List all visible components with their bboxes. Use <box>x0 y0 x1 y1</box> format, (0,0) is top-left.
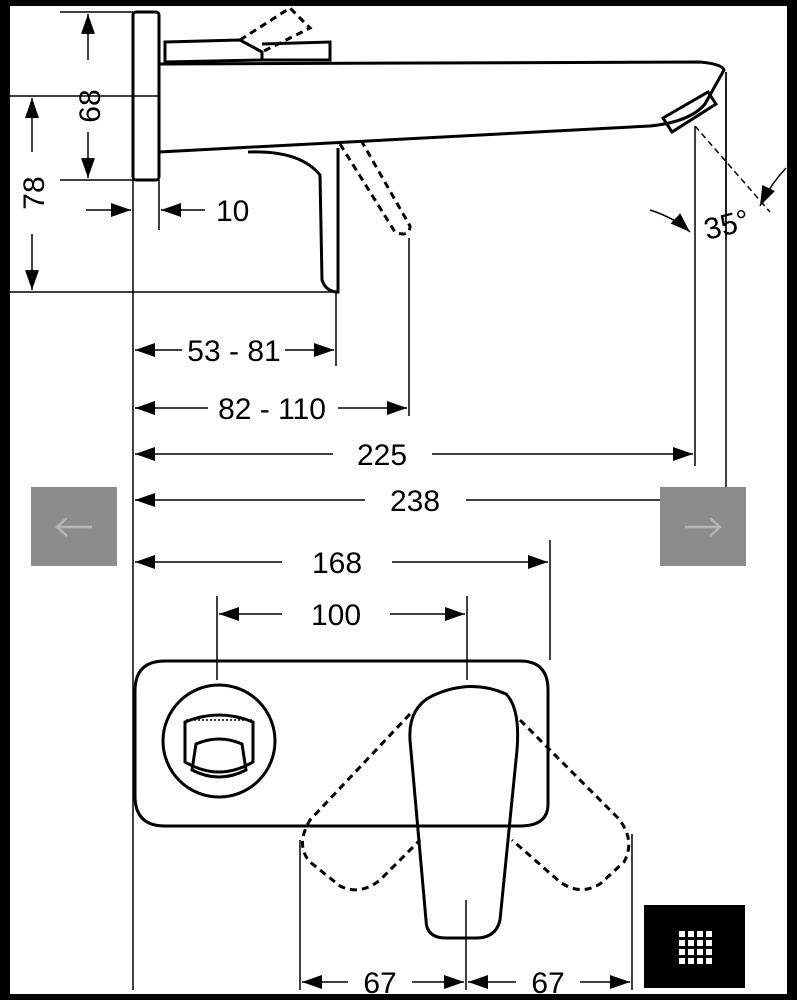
dim-67-left: 67 <box>363 967 396 994</box>
arrow-right-icon <box>685 516 722 537</box>
lever-dashed-left <box>301 712 422 892</box>
spout-bracket <box>247 148 340 294</box>
diverter-knob <box>161 683 277 799</box>
grid-view-button[interactable] <box>644 905 745 988</box>
lever-top <box>261 40 332 62</box>
side-view: 68 78 10 35° 53 - 81 82 - 110 225 238 <box>10 6 787 990</box>
arrow-left-icon <box>55 516 92 537</box>
dim-angle: 35° <box>701 204 753 247</box>
dim-67-right: 67 <box>531 967 564 994</box>
front-plate <box>133 659 550 828</box>
grid-icon <box>678 930 712 964</box>
dim-82-110: 82 - 110 <box>218 393 326 426</box>
main-lever <box>408 684 520 940</box>
dim-168: 168 <box>312 547 362 580</box>
dim-68: 68 <box>74 89 107 122</box>
dim-225: 225 <box>357 439 407 472</box>
dim-53-81: 53 - 81 <box>187 335 280 368</box>
dim-78: 78 <box>18 176 51 209</box>
dim-10: 10 <box>216 195 249 228</box>
dim-100: 100 <box>311 599 361 632</box>
lever-base <box>163 38 264 64</box>
lever-dashed-right <box>511 718 631 891</box>
spout <box>158 60 726 154</box>
front-view: 168 100 67 67 <box>133 540 633 994</box>
previous-image-button[interactable] <box>31 487 117 566</box>
spout-tip <box>660 89 719 135</box>
technical-drawing: 68 78 10 35° 53 - 81 82 - 110 225 238 <box>10 6 787 994</box>
dim-238: 238 <box>390 485 440 518</box>
drawing-frame: 68 78 10 35° 53 - 81 82 - 110 225 238 <box>10 6 787 994</box>
lever-dashed-low <box>338 141 412 236</box>
lever-dashed-top <box>239 6 313 54</box>
next-image-button[interactable] <box>660 487 746 566</box>
